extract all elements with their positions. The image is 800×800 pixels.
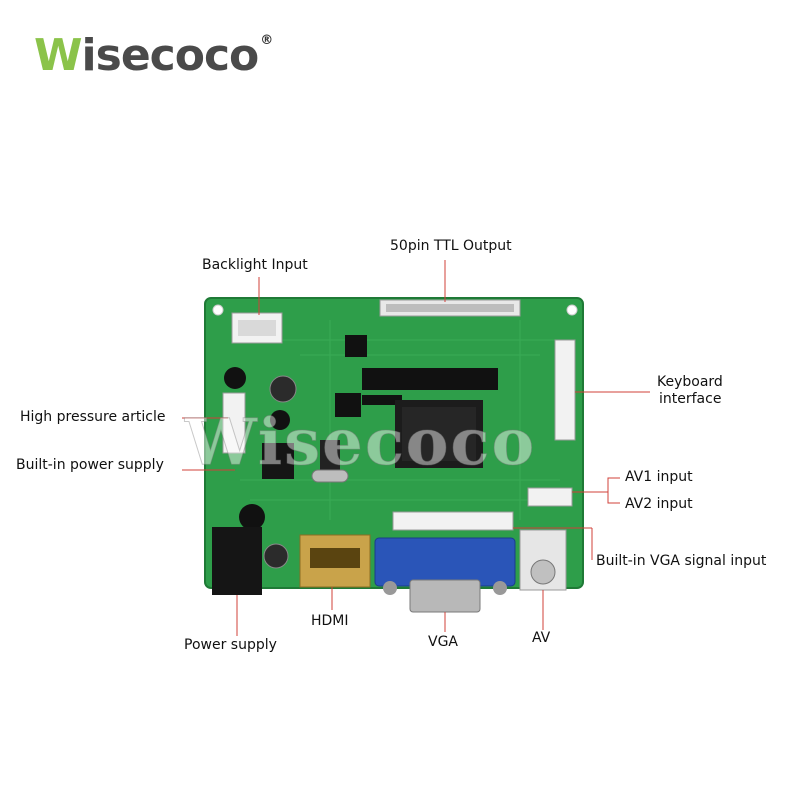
label-ttl-output: 50pin TTL Output bbox=[390, 238, 512, 254]
vga-port-metal bbox=[409, 579, 481, 613]
label-keyboard-line2: interface bbox=[659, 391, 722, 407]
label-power-supply: Power supply bbox=[184, 637, 277, 653]
label-builtin-vga: Built-in VGA signal input bbox=[596, 553, 767, 569]
label-av: AV bbox=[532, 630, 551, 646]
capacitor bbox=[269, 375, 297, 403]
regulator bbox=[262, 443, 294, 479]
main-chip-face bbox=[402, 407, 476, 461]
label-backlight-input: Backlight Input bbox=[202, 257, 308, 273]
av-jack bbox=[530, 559, 556, 585]
leader-av1-av2 bbox=[607, 477, 620, 504]
small-chip bbox=[335, 393, 361, 417]
label-vga: VGA bbox=[428, 634, 459, 650]
logo-letter: W bbox=[34, 30, 83, 81]
mount-hole bbox=[212, 304, 224, 316]
capacitor bbox=[224, 367, 246, 389]
vga-screw bbox=[493, 581, 507, 595]
label-builtin-power: Built-in power supply bbox=[16, 457, 164, 473]
capacitor bbox=[263, 543, 289, 569]
pin-header bbox=[362, 368, 498, 405]
backlight-connector-slot bbox=[238, 320, 276, 336]
logo-text: isecoco bbox=[81, 30, 260, 81]
small-chip bbox=[320, 440, 340, 474]
capacitor bbox=[270, 410, 290, 430]
wisecoco-logo: Wisecoco® bbox=[34, 30, 273, 81]
watermark: Wisecoco bbox=[184, 405, 537, 481]
label-av1-input: AV1 input bbox=[625, 469, 693, 485]
label-hdmi: HDMI bbox=[311, 613, 349, 629]
hdmi-port-opening bbox=[310, 548, 360, 568]
av-input-connector bbox=[527, 487, 573, 507]
capacitor bbox=[239, 504, 265, 530]
power-jack bbox=[212, 527, 262, 595]
ttl-connector-inner bbox=[386, 304, 514, 312]
vga-header bbox=[392, 511, 514, 531]
registered-mark: ® bbox=[260, 33, 273, 48]
high-pressure-connector bbox=[222, 392, 246, 454]
label-keyboard-line1: Keyboard bbox=[657, 374, 723, 390]
small-chip bbox=[345, 335, 367, 357]
label-av2-input: AV2 input bbox=[625, 496, 693, 512]
vga-screw bbox=[383, 581, 397, 595]
mount-hole bbox=[566, 304, 578, 316]
label-high-pressure: High pressure article bbox=[20, 409, 166, 425]
vga-port bbox=[374, 537, 516, 587]
crystal bbox=[311, 469, 349, 483]
keyboard-connector bbox=[554, 339, 576, 441]
